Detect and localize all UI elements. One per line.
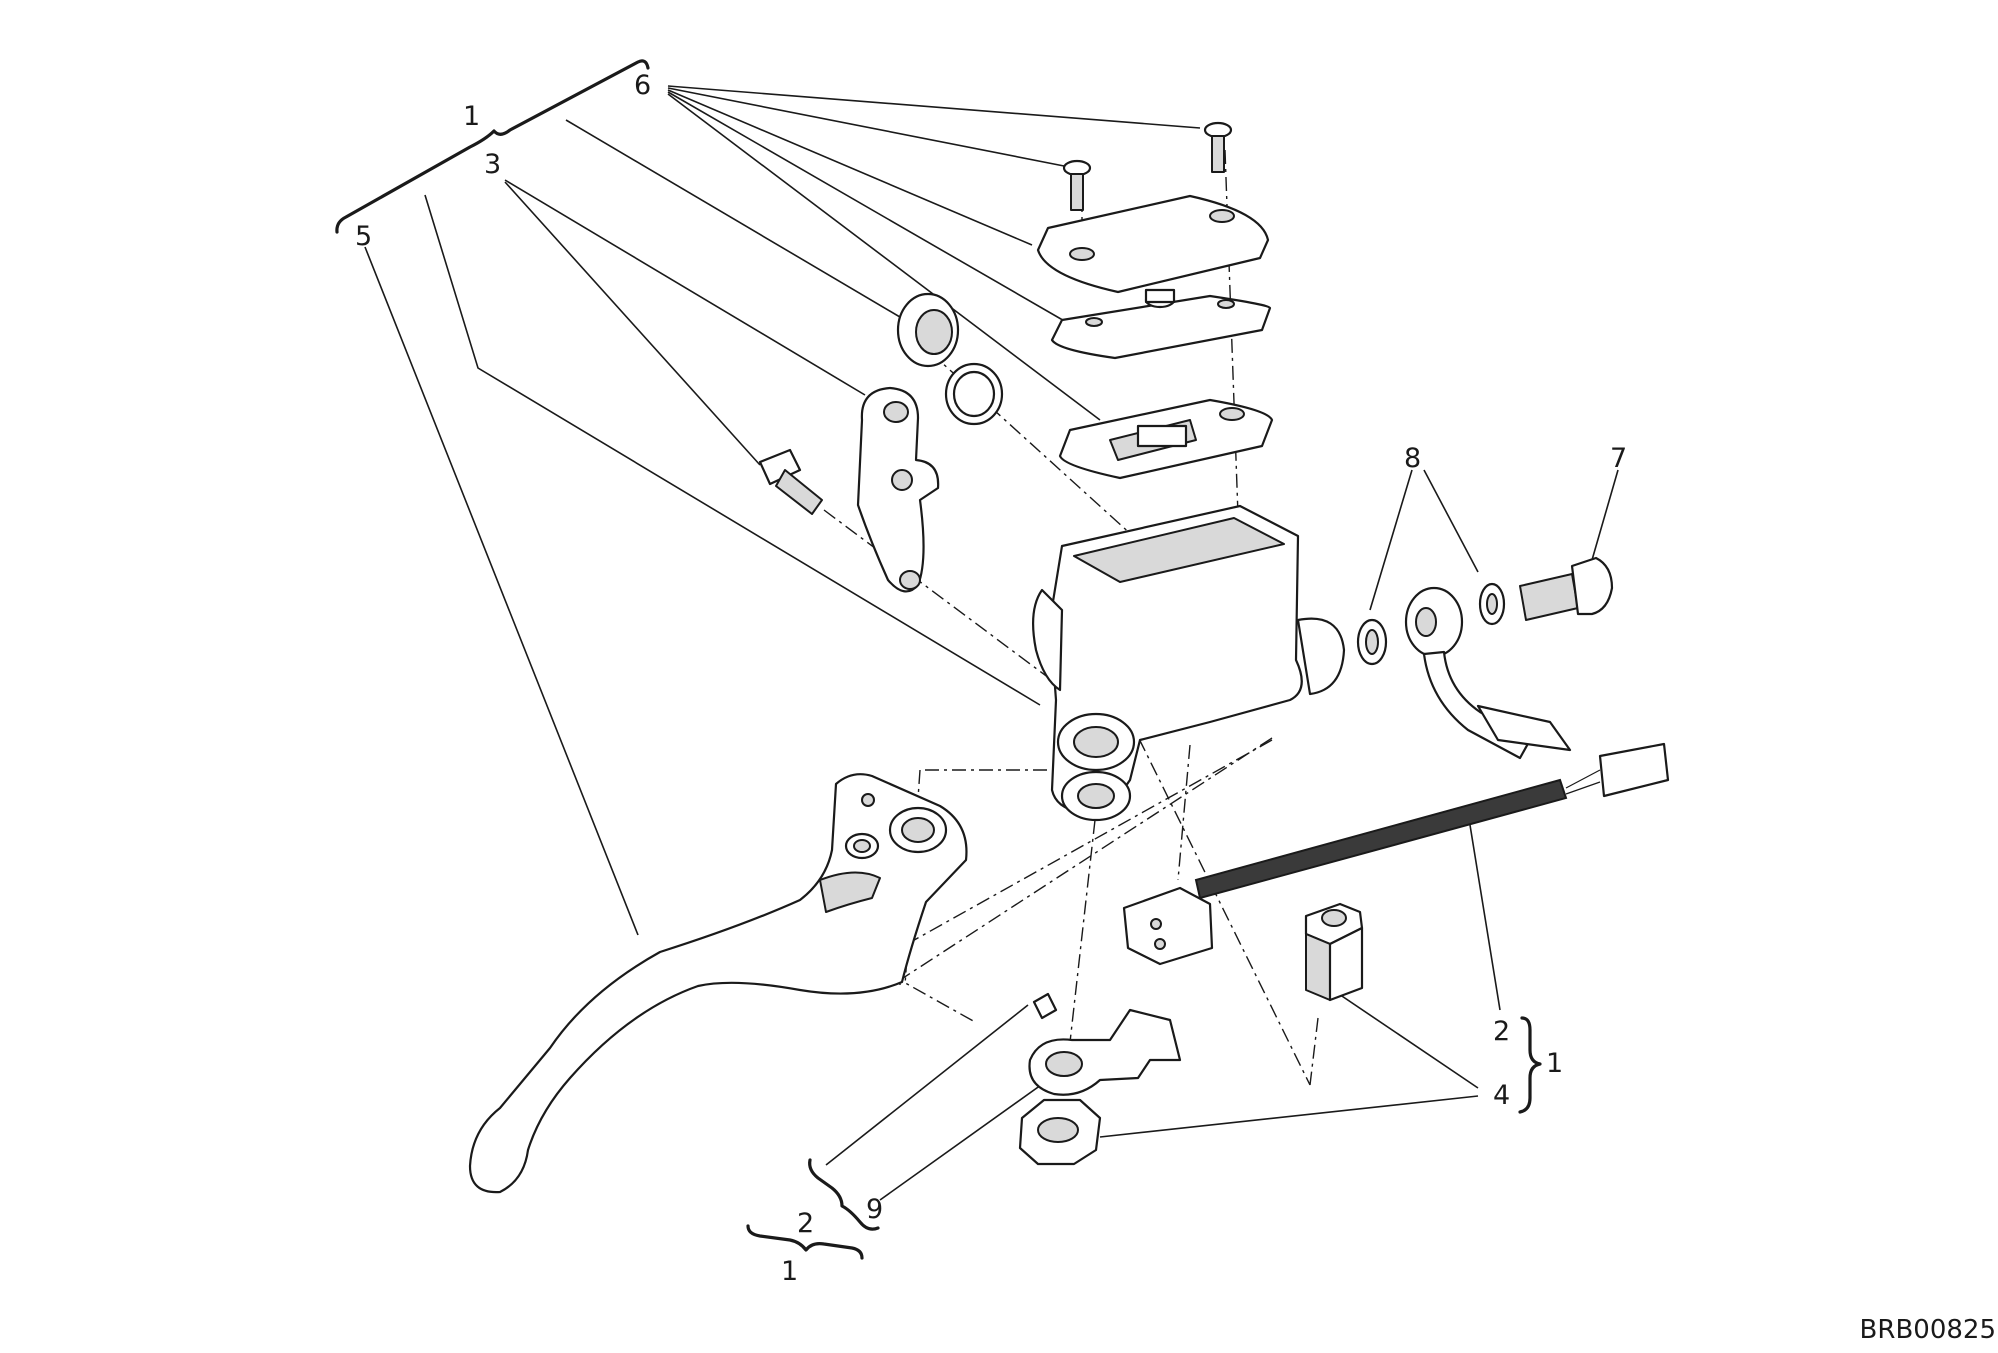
callout-5: 5: [355, 221, 372, 252]
brake-light-switch-part: [1122, 742, 1670, 966]
callout-4: 4: [1493, 1080, 1510, 1111]
callout-7: 7: [1610, 443, 1627, 474]
callout-1-top: 1: [463, 101, 480, 132]
hose-fitting-part: [1356, 582, 1572, 760]
callout-8: 8: [1404, 443, 1421, 474]
cap-screw-part: [1062, 121, 1233, 211]
pivot-nut-part: [1018, 1098, 1102, 1166]
banjo-bolt-part: [1519, 556, 1614, 621]
seal-part: [896, 292, 1004, 426]
callout-1-bottom: 1: [781, 1256, 798, 1287]
callout-2-right: 2: [1493, 1016, 1510, 1047]
master-cylinder-part: [1031, 504, 1346, 822]
callout-labels: 1 3 5 6 8 7 2 1 4 9 2 1 BRB00825: [355, 70, 1996, 1345]
assembly-brackets: [335, 59, 1542, 1260]
callout-3: 3: [484, 149, 501, 180]
drawing-code: BRB00825: [1860, 1315, 1996, 1345]
callout-1-right: 1: [1546, 1048, 1563, 1079]
leader-lines: [364, 85, 1619, 1201]
callout-6: 6: [634, 70, 651, 101]
callout-2-bottom: 2: [797, 1208, 814, 1239]
callout-9: 9: [866, 1194, 883, 1225]
pivot-bolt-part: [1304, 902, 1364, 1002]
switch-bracket-part: [1028, 992, 1182, 1096]
reservoir-cap-part: [1036, 194, 1270, 294]
handlebar-clamp-part: [758, 386, 940, 593]
reservoir-plate-part: [1050, 288, 1272, 360]
brake-lever-part: [468, 773, 968, 1194]
reservoir-diaphragm-part: [1058, 398, 1274, 480]
